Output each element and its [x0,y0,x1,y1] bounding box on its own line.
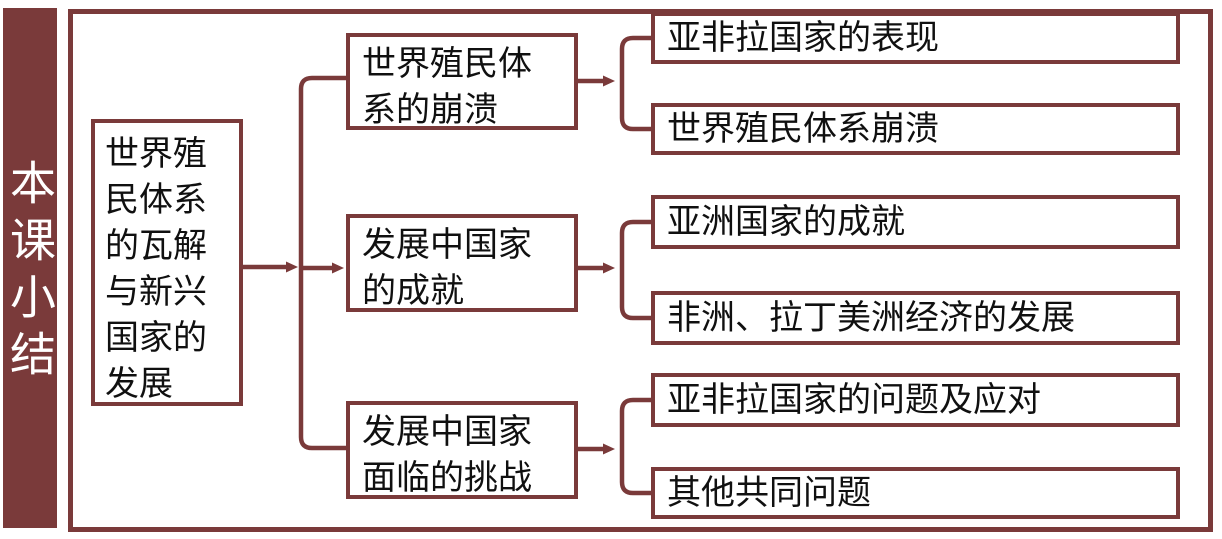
diagram-outer-frame [68,9,1213,532]
leaf-box-asia-africa-latin-performance: 亚非拉国家的表现 [651,12,1180,64]
branch-box-colonial-system-collapse: 世界殖民体 系的崩溃 [346,33,578,130]
leaf-box-problems-and-responses: 亚非拉国家的问题及应对 [651,373,1180,427]
leaf-box-world-colonial-system-collapse: 世界殖民体系崩溃 [651,103,1180,155]
leaf-box-asian-countries-achievements: 亚洲国家的成就 [651,195,1180,249]
branch-box-developing-countries-challenges: 发展中国家 面临的挑战 [346,401,578,499]
root-topic-box: 世界殖 民体系 的瓦解 与新兴 国家的 发展 [91,119,243,406]
leaf-box-other-common-problems: 其他共同问题 [651,467,1180,519]
branch-box-developing-countries-achievements: 发展中国家 的成就 [346,214,578,312]
sidebar-vertical-title: 本课小结 [4,159,56,387]
leaf-box-africa-latin-america-economy: 非洲、拉丁美洲经济的发展 [651,291,1180,345]
lesson-summary-sidebar: 本课小结 [3,8,57,528]
